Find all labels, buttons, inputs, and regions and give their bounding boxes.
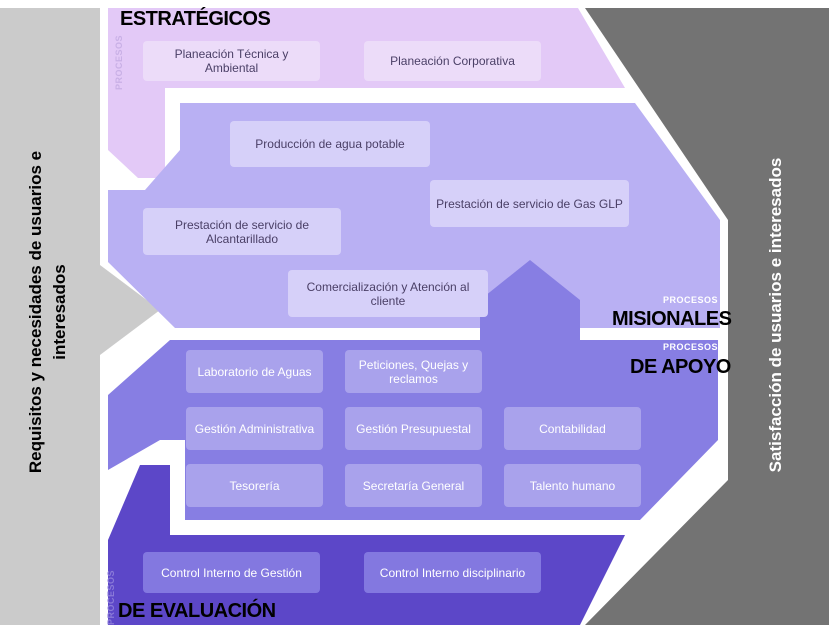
- process-tesoreria[interactable]: Tesorería: [186, 464, 323, 507]
- left-side-label-line1: Requisitos y necesidades de usuarios e: [26, 150, 45, 474]
- misionales-section-tag: PROCESOS: [663, 295, 719, 305]
- process-contabilidad[interactable]: Contabilidad: [504, 407, 641, 450]
- process-talento-humano[interactable]: Talento humano: [504, 464, 641, 507]
- estrategicos-section-tag: PROCESOS: [114, 34, 124, 90]
- misionales-title: MISIONALES: [612, 308, 732, 330]
- evaluacion-section-tag: PROCESOS: [106, 569, 116, 625]
- process-planeacion-corporativa[interactable]: Planeación Corporativa: [364, 41, 541, 81]
- right-output-panel: [585, 8, 829, 625]
- process-gestion-administrativa[interactable]: Gestión Administrativa: [186, 407, 323, 450]
- process-comercializacion[interactable]: Comercialización y Atención al cliente: [288, 270, 488, 317]
- process-control-interno-disciplinario[interactable]: Control Interno disciplinario: [364, 552, 541, 593]
- process-control-interno-gestion[interactable]: Control Interno de Gestión: [143, 552, 320, 593]
- process-alcantarillado[interactable]: Prestación de servicio de Alcantarillado: [143, 208, 341, 255]
- right-side-label: Satisfacción de usuarios e interesados: [766, 157, 785, 473]
- process-gas-glp[interactable]: Prestación de servicio de Gas GLP: [430, 180, 629, 227]
- process-produccion-agua[interactable]: Producción de agua potable: [230, 121, 430, 167]
- process-pqr[interactable]: Peticiones, Quejas y reclamos: [345, 350, 482, 393]
- process-gestion-presupuestal[interactable]: Gestión Presupuestal: [345, 407, 482, 450]
- process-planeacion-tecnica[interactable]: Planeación Técnica y Ambiental: [143, 41, 320, 81]
- process-laboratorio-aguas[interactable]: Laboratorio de Aguas: [186, 350, 323, 393]
- apoyo-title: DE APOYO: [630, 356, 731, 378]
- left-input-panel: [0, 8, 160, 625]
- evaluacion-title: DE EVALUACIÓN: [118, 600, 276, 622]
- estrategicos-title: ESTRATÉGICOS: [120, 8, 271, 30]
- apoyo-section-tag: PROCESOS: [663, 342, 719, 352]
- process-secretaria-general[interactable]: Secretaría General: [345, 464, 482, 507]
- left-side-label-line2: interesados: [50, 264, 69, 360]
- left-side-label: Requisitos y necesidades de usuarios e i…: [24, 151, 72, 473]
